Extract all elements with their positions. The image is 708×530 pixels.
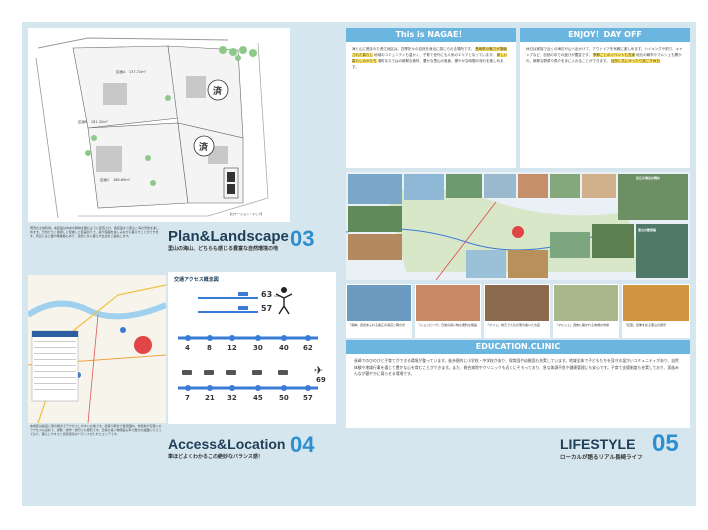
- access-mid-value: 8: [207, 344, 212, 352]
- site-plan-drawing: [28, 28, 290, 222]
- access-bottom-value: 32: [227, 394, 237, 402]
- access-top-unit: min: [274, 294, 280, 298]
- holiday-text-a: 休日は家族で近くの海辺や山へ出かけて、アウトドアを気軽に楽しめます。ハイキングや…: [526, 47, 683, 57]
- site-plan-legend: 【ロケーション・マップ】: [228, 212, 264, 216]
- access-bottom-value: 57: [303, 394, 313, 402]
- photo-tile: 「海岸」自然あふれる長江の海辺と朝の光: [346, 284, 412, 338]
- plan-section-title: Plan&Landscape: [168, 228, 289, 245]
- access-bottom-value: 50: [279, 394, 289, 402]
- nagae-text-b: 地域のコミュニティも温かく、子育て世代にも人気のエリアとなっています。: [374, 53, 496, 57]
- access-mid-value: 62: [303, 344, 313, 352]
- map-callout: 長江の海辺の眺め: [636, 176, 661, 180]
- access-mid-value: 40: [279, 344, 289, 352]
- photo-tile: 「ショッピング」日常の買い物も便利な施設: [415, 284, 481, 338]
- photo-market: [554, 285, 618, 321]
- area-map-panel: [26, 275, 168, 424]
- photo-tile: 「マルシェ」週末に開かれる地域の市場: [553, 284, 619, 338]
- plan-section-number: 03: [290, 226, 315, 251]
- photo-caption: 「ショッピング」日常の買い物も便利な施設: [417, 323, 478, 327]
- access-mid-value: 30: [253, 344, 263, 352]
- lifestyle-section-subtitle: ローカルが語るリアル長崎ライフ: [560, 455, 643, 461]
- plan-body-text: 現況の土地利用。本区画は中央の緑地を囲むように配置され、各区画から里山と海の景色…: [30, 226, 160, 238]
- access-mid-value: 12: [227, 344, 237, 352]
- education-text: 長崎でのびのびと子育てができる環境が整っています。徒歩圏内に小学校・中学校があり…: [354, 358, 679, 376]
- holiday-highlight-a: 季節ごとのイベントも充実: [593, 53, 635, 57]
- access-diagram-title: 交通アクセス概念図: [174, 277, 219, 283]
- access-mid-value: 4: [185, 344, 190, 352]
- nagae-panel: This is NAGAE！ 海と山に囲まれた長江地区は、四季折々の自然を身近に…: [346, 28, 516, 168]
- nagae-text: 海と山に囲まれた長江地区は、四季折々の自然を身近に感じられる場所です。 長崎県の…: [352, 46, 510, 164]
- photo-autumn: [623, 285, 689, 321]
- photo-tile: 「紅葉」四季を彩る里山の風景: [622, 284, 690, 338]
- holiday-title: ENJOY！DAY OFF: [520, 28, 690, 42]
- education-panel: EDUCATION.CLINIC 長崎でのびのびと子育てができる環境が整っていま…: [346, 340, 690, 428]
- access-diagram-panel: 交通アクセス概念図 ✈ 63 57 min 4 8 12 30 40 62 7 …: [168, 272, 336, 424]
- holiday-panel: ENJOY！DAY OFF 休日は家族で近くの海辺や山へ出かけて、アウトドアを気…: [520, 28, 690, 168]
- photo-beach: [347, 285, 411, 321]
- lot-c-label: 区画C 166.60m²: [100, 178, 131, 182]
- photo-caption: 「紅葉」四季を彩る里山の風景: [624, 323, 667, 327]
- lifestyle-section-title: LIFESTYLE: [560, 436, 636, 452]
- sold-seal: 済: [213, 87, 223, 97]
- holiday-text: 休日は家族で近くの海辺や山へ出かけて、アウトドアを気軽に楽しめます。ハイキングや…: [526, 46, 684, 164]
- sold-seal: 済: [199, 143, 209, 153]
- photo-shopping: [416, 285, 480, 321]
- nagae-text-a: 海と山に囲まれた長江地区は、四季折々の自然を身近に感じられる場所です。: [352, 47, 475, 51]
- holiday-text-b: 地元の朝市やマルシェも開かれ、新鮮な野菜や魚介を手に入れることができます。: [526, 53, 682, 63]
- access-top-value: 57: [261, 304, 273, 313]
- education-title: EDUCATION.CLINIC: [346, 340, 690, 354]
- access-section-subtitle: 車ほどよくわかるこの絶妙なバランス感！: [168, 454, 263, 460]
- region-map: [345, 172, 690, 281]
- holiday-highlight-b: 自然と共にゆったり過ごす休日: [610, 59, 660, 63]
- access-diagram: [178, 287, 318, 391]
- access-bottom-value: 7: [185, 394, 190, 402]
- access-section-title: Access&Location: [168, 436, 286, 452]
- airplane-icon: ✈: [314, 364, 324, 377]
- access-top-value: 63: [261, 290, 273, 299]
- nagae-text-c: 港町ならではの新鮮な食材、豊かな里山の風景、穏やかな時間の流れを楽しめます。: [352, 59, 504, 69]
- photo-caption: 「マルシェ」週末に開かれる地域の市場: [555, 323, 610, 327]
- access-bottom-value: 45: [253, 394, 263, 402]
- lot-a-label: 区画A 137.72m²: [116, 70, 146, 74]
- access-section-number: 04: [290, 432, 315, 457]
- lifestyle-section-number: 05: [652, 430, 679, 457]
- lot-b-label: 区画B 181.32m²: [78, 120, 108, 124]
- photo-strip: 「海岸」自然あふれる長江の海辺と朝の光 「ショッピング」日常の買い物も便利な施設…: [346, 284, 690, 338]
- photo-tile: 「カフェ」地元で人気の落ち着いたお店: [484, 284, 550, 338]
- access-air-value: 69: [316, 376, 326, 384]
- photo-caption: 「海岸」自然あふれる長江の海辺と朝の光: [348, 323, 406, 327]
- photo-cafe: [485, 285, 549, 321]
- site-plan-panel: 区画A 137.72m² 区画B 181.32m² 区画C 166.60m² 済…: [28, 28, 290, 222]
- collage-panel: 長江の海辺の眺め 里山の散策路: [345, 172, 690, 281]
- photo-caption: 「カフェ」地元で人気の落ち着いたお店: [486, 323, 541, 327]
- nagae-title: This is NAGAE！: [346, 28, 516, 42]
- map-callout: 里山の散策路: [638, 228, 657, 232]
- plan-section-subtitle: 里山の海山、どちらも感じる豊富な自然環境の地: [168, 246, 279, 252]
- area-map: [26, 275, 168, 424]
- access-body-text: 本地区は鉄道と車の両方でアクセスしやすい立地です。最寄り駅まで徒歩圏内、市街地や…: [30, 424, 162, 436]
- access-bottom-value: 21: [205, 394, 215, 402]
